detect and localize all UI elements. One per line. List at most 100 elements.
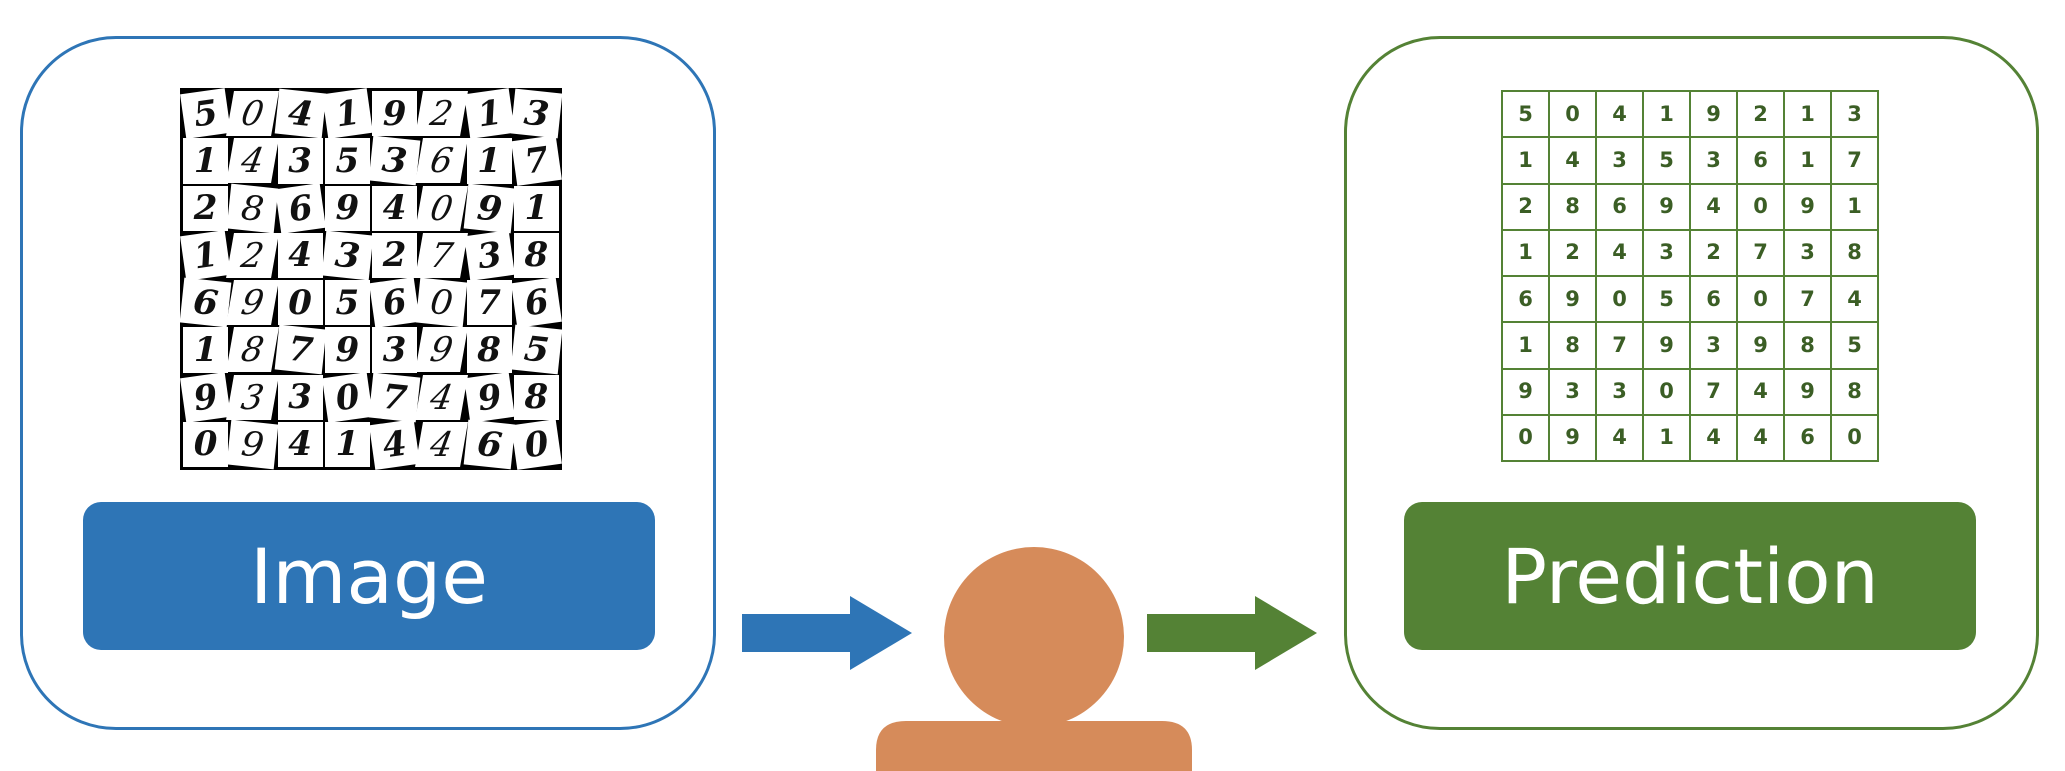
predicted-digit-cell: 3 bbox=[1832, 92, 1877, 137]
predicted-digit-cell: 3 bbox=[1597, 369, 1642, 414]
predicted-digit-cell: 2 bbox=[1550, 230, 1595, 275]
predicted-digit-cell: 8 bbox=[1832, 369, 1877, 414]
handwritten-digit-cell: 2 bbox=[226, 232, 280, 278]
handwritten-digit-cell: 6 bbox=[463, 419, 516, 470]
handwritten-digit-cell: 9 bbox=[180, 371, 232, 423]
handwritten-digit-cell: 1 bbox=[466, 138, 512, 184]
predicted-digit-cell: 0 bbox=[1503, 415, 1548, 460]
handwritten-digit-cell: 4 bbox=[369, 418, 421, 470]
handwritten-digit-cell: 9 bbox=[324, 185, 370, 231]
handwritten-digit-cell: 0 bbox=[415, 185, 469, 231]
predicted-digit-cell: 9 bbox=[1785, 369, 1830, 414]
handwritten-digit-cell: 3 bbox=[463, 229, 515, 281]
predicted-digit-cell: 4 bbox=[1832, 277, 1877, 322]
handwritten-digit-cell: 5 bbox=[180, 88, 232, 140]
predicted-digit-cell: 2 bbox=[1738, 92, 1783, 137]
handwritten-digit-cell: 9 bbox=[415, 327, 469, 373]
predicted-digit-cell: 7 bbox=[1691, 369, 1736, 414]
arrow-right-icon bbox=[1147, 596, 1317, 670]
handwritten-digit-cell: 9 bbox=[463, 371, 515, 423]
handwritten-digit-cell: 2 bbox=[372, 232, 418, 278]
predicted-digit-cell: 4 bbox=[1597, 415, 1642, 460]
handwritten-digit-cell: 2 bbox=[415, 91, 469, 137]
predicted-digit-cell: 6 bbox=[1785, 415, 1830, 460]
handwritten-digit-cell: 1 bbox=[183, 138, 229, 184]
arrow-right-icon bbox=[742, 596, 912, 670]
handwritten-digit-cell: 9 bbox=[463, 183, 516, 234]
handwritten-digit-cell: 5 bbox=[324, 280, 370, 326]
predicted-digit-cell: 4 bbox=[1597, 92, 1642, 137]
handwritten-digit-cell: 4 bbox=[277, 232, 323, 278]
predicted-digit-cell: 6 bbox=[1691, 277, 1736, 322]
handwritten-digit-cell: 9 bbox=[226, 280, 280, 326]
predicted-digit-cell: 4 bbox=[1738, 415, 1783, 460]
predicted-digit-cell: 0 bbox=[1738, 277, 1783, 322]
predicted-digit-cell: 6 bbox=[1738, 138, 1783, 183]
handwritten-digit-cell: 1 bbox=[513, 185, 559, 231]
predicted-digit-cell: 3 bbox=[1691, 138, 1736, 183]
predicted-digit-cell: 1 bbox=[1503, 323, 1548, 368]
predicted-digit-cell: 9 bbox=[1785, 184, 1830, 229]
predicted-digit-cell: 5 bbox=[1503, 92, 1548, 137]
handwritten-digit-cell: 0 bbox=[226, 91, 280, 137]
predicted-digit-cell: 5 bbox=[1832, 323, 1877, 368]
predicted-digit-cell: 2 bbox=[1691, 230, 1736, 275]
handwritten-digit-cell: 8 bbox=[513, 232, 559, 278]
handwritten-digit-cell: 2 bbox=[183, 185, 229, 231]
predicted-digit-cell: 4 bbox=[1738, 369, 1783, 414]
predicted-digit-cell: 5 bbox=[1644, 277, 1689, 322]
predicted-digit-cell: 4 bbox=[1597, 230, 1642, 275]
handwritten-digit-cell: 9 bbox=[226, 419, 279, 470]
predicted-digit-cell: 1 bbox=[1503, 138, 1548, 183]
prediction-label: Prediction bbox=[1404, 502, 1976, 650]
predicted-digit-cell: 9 bbox=[1550, 415, 1595, 460]
handwritten-digit-cell: 7 bbox=[274, 324, 327, 375]
handwritten-digit-cell: 5 bbox=[324, 138, 370, 184]
predicted-digit-cell: 9 bbox=[1738, 323, 1783, 368]
handwritten-digit-cell: 7 bbox=[415, 232, 469, 278]
handwritten-digit-cell: 6 bbox=[415, 138, 469, 184]
handwritten-digit-cell: 4 bbox=[226, 138, 280, 184]
handwritten-digit-cell: 9 bbox=[372, 91, 418, 137]
predicted-digit-cell: 0 bbox=[1597, 277, 1642, 322]
handwritten-digit-cell: 6 bbox=[510, 277, 562, 329]
handwritten-digit-cell: 0 bbox=[510, 418, 562, 470]
predicted-digit-cell: 9 bbox=[1644, 323, 1689, 368]
handwritten-digit-cell: 4 bbox=[415, 374, 469, 420]
predicted-digit-cell: 9 bbox=[1644, 184, 1689, 229]
handwritten-digit-cell: 4 bbox=[372, 185, 418, 231]
predicted-digit-cell: 0 bbox=[1644, 369, 1689, 414]
handwritten-digit-cell: 8 bbox=[513, 374, 559, 420]
handwritten-digit-cell: 3 bbox=[226, 374, 280, 420]
handwritten-digit-cell: 3 bbox=[321, 230, 374, 281]
predicted-digit-cell: 8 bbox=[1832, 230, 1877, 275]
predicted-digit-cell: 7 bbox=[1597, 323, 1642, 368]
predicted-digit-cell: 9 bbox=[1691, 92, 1736, 137]
handwritten-digit-cell: 3 bbox=[368, 135, 421, 186]
handwritten-digit-cell: 4 bbox=[277, 421, 323, 467]
predicted-digit-cell: 7 bbox=[1785, 277, 1830, 322]
handwritten-digit-cell: 0 bbox=[277, 280, 323, 326]
predicted-digit-cell: 4 bbox=[1550, 138, 1595, 183]
handwritten-digit-cell: 8 bbox=[226, 327, 280, 373]
image-label: Image bbox=[83, 502, 655, 650]
handwritten-digit-cell: 6 bbox=[369, 277, 421, 329]
predicted-digit-cell: 0 bbox=[1738, 184, 1783, 229]
predicted-digit-cell: 3 bbox=[1644, 230, 1689, 275]
predicted-digit-cell: 8 bbox=[1550, 184, 1595, 229]
predicted-digit-cell: 1 bbox=[1644, 415, 1689, 460]
handwritten-digit-cell: 3 bbox=[372, 327, 418, 373]
predicted-digit-cell: 5 bbox=[1644, 138, 1689, 183]
predicted-digit-cell: 4 bbox=[1691, 184, 1736, 229]
handwritten-digit-cell: 1 bbox=[324, 421, 370, 467]
handwritten-digit-cell: 4 bbox=[274, 88, 327, 139]
predicted-digit-cell: 0 bbox=[1832, 415, 1877, 460]
predicted-digit-cell: 3 bbox=[1785, 230, 1830, 275]
handwritten-digit-cell: 3 bbox=[277, 138, 323, 184]
handwritten-digit-cell: 1 bbox=[321, 88, 373, 140]
predicted-digit-cell: 1 bbox=[1785, 92, 1830, 137]
handwritten-digit-cell: 4 bbox=[415, 421, 469, 467]
handwritten-digit-cell: 0 bbox=[183, 421, 229, 467]
handwritten-digit-cell: 7 bbox=[510, 135, 562, 187]
